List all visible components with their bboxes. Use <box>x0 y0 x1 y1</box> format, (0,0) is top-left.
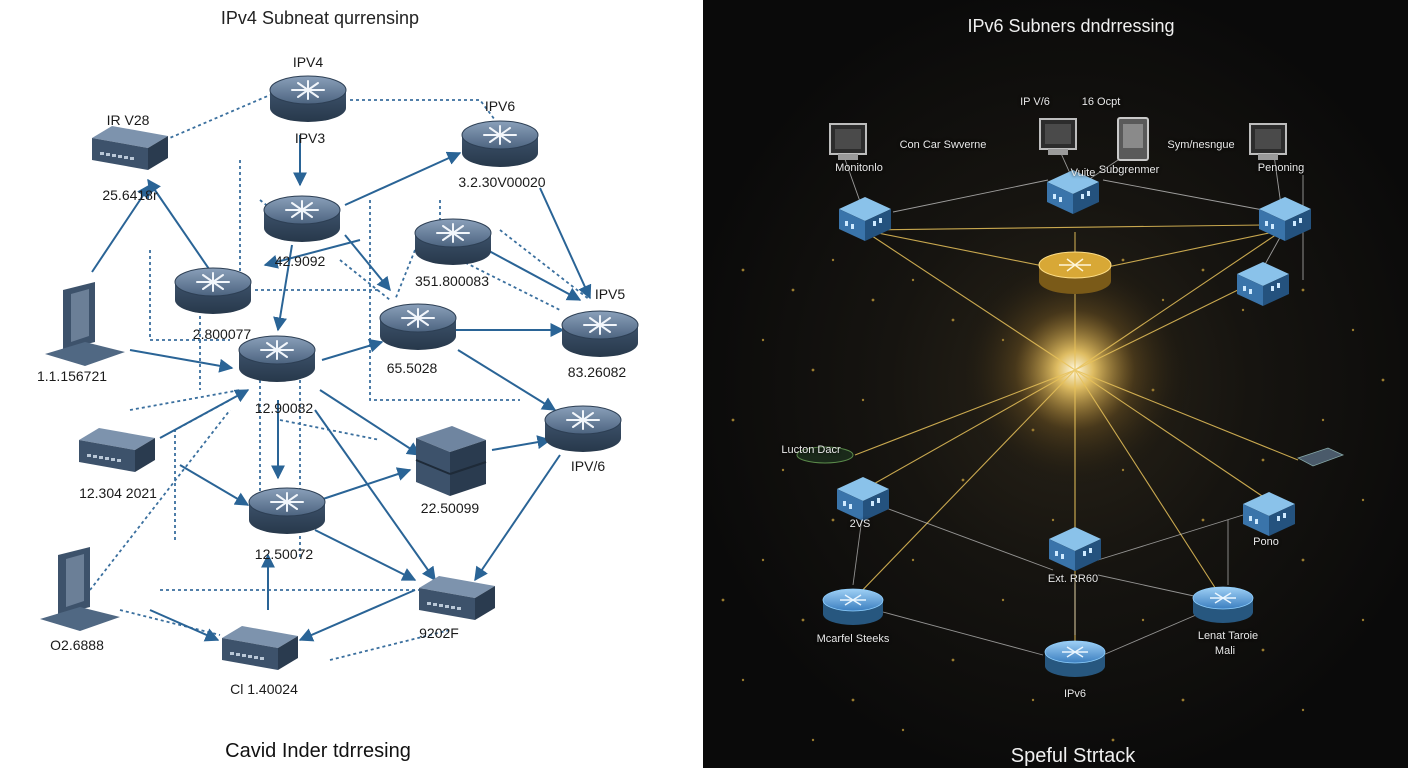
ipv6-diagram-title: IPv6 Subners dndrressing <box>967 16 1175 36</box>
label-ip-v6: IP V/6 <box>1020 96 1050 108</box>
label-addr-1-1: 1.1.156721 <box>36 368 108 384</box>
terminal-1-1 <box>45 282 125 366</box>
label-subgrenmer: Subgrenmer <box>1098 164 1160 176</box>
label-ipv28: IR V28 <box>106 112 150 128</box>
router-mcarfel <box>822 588 884 626</box>
label-addr-25: 25.6418r <box>102 187 158 203</box>
monitor-ip-v6 <box>1039 118 1077 156</box>
ipv4-diagram-title: IPv4 Subneat qurrensinp <box>220 8 420 28</box>
server-22 <box>415 426 487 496</box>
label-addr-9202: 9202F <box>419 625 459 641</box>
label-addr-65: 65.5028 <box>386 360 438 376</box>
label-pono: Pono <box>1253 536 1279 548</box>
cube-ext <box>1049 527 1101 571</box>
ipv4-diagram-footer: Cavid Inder tdrresing <box>225 740 411 762</box>
ipv4-network-graph <box>40 75 639 670</box>
label-addr-2-8: 2.800077 <box>192 326 252 342</box>
label-sym: Sym/nesngue <box>1167 139 1235 151</box>
label-ipv6-bottom: IPv6 <box>1063 688 1087 700</box>
gold-hub-router <box>1038 251 1112 294</box>
label-addr-12-9: 12.90082 <box>254 400 314 416</box>
ipv6-diagram-panel: IPv6 Subners dndrressing <box>703 0 1408 768</box>
cube-right-mid <box>1237 262 1289 306</box>
label-addr-o2: O2.6888 <box>50 637 104 653</box>
label-ipv4: IPV4 <box>292 54 324 70</box>
label-addr-cl: Cl 1.40024 <box>230 681 298 697</box>
hub-beams <box>852 224 1299 648</box>
cube-2vs <box>837 477 889 521</box>
router-ipv5 <box>561 310 639 358</box>
switch-12-304 <box>79 428 155 472</box>
ipv6-network-graph <box>721 117 1385 742</box>
label-addr-42: 42.9092 <box>274 253 326 269</box>
label-ipv6b: IPV/6 <box>570 458 606 474</box>
router-ipv4 <box>269 75 347 123</box>
label-2vs: 2VS <box>849 518 871 530</box>
router-65 <box>379 303 457 351</box>
router-ipv6 <box>461 120 539 168</box>
router-351 <box>414 218 492 266</box>
switch-cl <box>222 626 298 670</box>
cube-pono <box>1243 492 1295 536</box>
monitor-monitoring <box>829 123 867 161</box>
ipv6-diagram-footer: Speful Strtack <box>1010 745 1136 767</box>
label-ipv3: IPV3 <box>294 130 326 146</box>
label-addr-22: 22.50099 <box>420 500 480 516</box>
label-penoning: Penoning <box>1257 162 1305 174</box>
router-42 <box>263 195 341 243</box>
label-ipv6: IPV6 <box>484 98 516 114</box>
label-16-ocpt: 16 Ocpt <box>1081 96 1121 108</box>
label-vuite: Vuite <box>1070 167 1096 179</box>
label-con-car: Con Car Swverne <box>899 139 987 151</box>
router-ipv6b <box>544 405 622 453</box>
label-ext: Ext. RR60 <box>1047 573 1099 585</box>
router-12-5 <box>248 487 326 535</box>
monitor-penoning <box>1249 123 1287 161</box>
label-addr-12-304: 12.304 2021 <box>79 485 157 501</box>
node-lucton <box>796 446 854 464</box>
label-ipv5: IPV5 <box>594 286 626 302</box>
terminal-o2 <box>40 547 120 631</box>
label-addr-351: 351.800083 <box>415 273 489 289</box>
label-mali: Mali <box>1214 645 1236 657</box>
label-addr-3-2: 3.2.30V00020 <box>458 174 546 190</box>
label-addr-83: 83.26082 <box>567 364 627 380</box>
ipv4-diagram-panel: IPv4 Subneat qurrensinp <box>0 0 703 768</box>
router-2-8 <box>174 267 252 315</box>
switch-ipv28 <box>92 126 168 170</box>
label-lenat: Lenat Taroie <box>1197 630 1259 642</box>
tablet-subgrenmer <box>1117 117 1149 161</box>
router-ipv6-bottom <box>1044 640 1106 678</box>
node-right-edge <box>1296 447 1345 467</box>
label-monitoring: Monitonlo <box>835 162 883 174</box>
bottom-links <box>852 504 1244 656</box>
label-lucton: Lucton Dacr <box>781 444 841 456</box>
label-addr-12-5: 12.50072 <box>254 546 314 562</box>
switch-9202 <box>419 576 495 620</box>
router-lenat <box>1192 586 1254 624</box>
label-mcarfel: Mcarfel Steeks <box>816 633 890 645</box>
router-12-9 <box>238 335 316 383</box>
